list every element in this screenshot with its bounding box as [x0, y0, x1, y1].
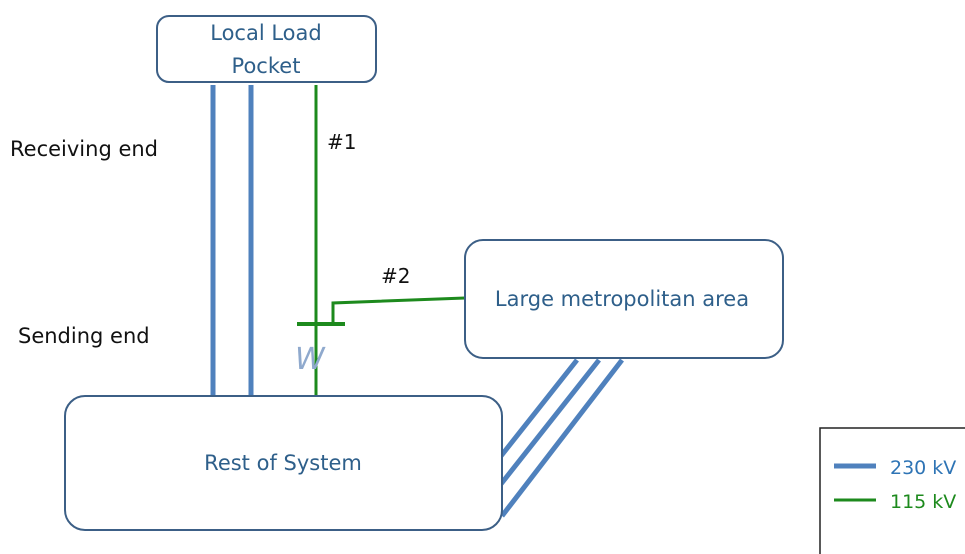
- large-metropolitan-area-box: [464, 239, 784, 359]
- large-metropolitan-area-node: Large metropolitan area: [464, 239, 784, 359]
- line-115kv-2: [331, 296, 466, 324]
- legend-box: [819, 427, 965, 554]
- local-load-pocket-box: [156, 15, 377, 83]
- legend-label-115kv: 115 kV: [890, 491, 956, 513]
- rest-of-system-label: Rest of System: [204, 451, 362, 475]
- legend-label-230kv: 230 kV: [890, 457, 956, 479]
- local-load-pocket-node: Local Load Pocket: [156, 15, 377, 83]
- line-230kv-metro-1: [499, 358, 579, 458]
- legend: 230 kV 115 kV: [819, 427, 965, 554]
- large-metropolitan-area-label: Large metropolitan area: [495, 287, 749, 311]
- line-2-label: #2: [381, 264, 410, 288]
- breaker-mark: W: [295, 342, 326, 377]
- rest-of-system-box: [64, 395, 503, 531]
- local-load-pocket-label-line2: Pocket: [232, 54, 301, 78]
- receiving-end-label: Receiving end: [10, 137, 158, 161]
- sending-end-label: Sending end: [18, 324, 150, 348]
- line-1-label: #1: [327, 130, 356, 154]
- rest-of-system-node: Rest of System: [64, 395, 503, 531]
- line-230kv-metro-3: [500, 358, 624, 518]
- local-load-pocket-label-line1: Local Load: [210, 21, 321, 45]
- line-230kv-metro-2: [499, 358, 601, 486]
